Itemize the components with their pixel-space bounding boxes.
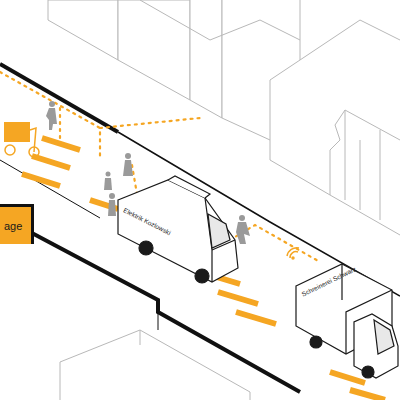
route xyxy=(59,108,61,140)
drawing-part xyxy=(236,222,250,244)
wheel xyxy=(5,145,15,155)
frame xyxy=(30,128,36,152)
building-edge xyxy=(140,330,141,345)
stripe xyxy=(42,138,80,150)
stripe xyxy=(330,372,365,383)
drawing-part xyxy=(49,101,55,107)
building xyxy=(60,330,250,400)
van-body xyxy=(118,180,238,282)
drawing-part xyxy=(292,257,294,259)
drawing-part xyxy=(290,252,298,258)
wifi-symbol xyxy=(287,248,299,259)
pedestrian xyxy=(104,172,112,191)
stripe xyxy=(236,312,276,324)
pedestrian xyxy=(108,193,116,216)
drawing-part xyxy=(287,248,299,256)
building-facade xyxy=(345,110,380,220)
wheel xyxy=(362,366,374,378)
buildings xyxy=(48,0,400,235)
drawing-part xyxy=(123,160,133,176)
lower-buildings xyxy=(60,330,250,400)
pedestrian xyxy=(123,153,133,176)
route xyxy=(100,118,200,128)
wheel xyxy=(139,241,153,255)
building-base xyxy=(330,195,400,235)
drawing-part xyxy=(239,215,245,221)
block-edge xyxy=(158,312,159,330)
drawing-part xyxy=(106,172,111,177)
box-text: age xyxy=(4,220,25,232)
orange-label-box: age xyxy=(0,204,34,244)
cargo-bike xyxy=(4,122,39,157)
building-roof xyxy=(140,0,300,40)
truck xyxy=(296,264,398,378)
cab-window xyxy=(374,320,394,354)
building xyxy=(48,0,118,60)
drawing-part xyxy=(104,178,112,190)
building xyxy=(190,0,222,118)
pedestrian xyxy=(236,215,250,244)
building-roof xyxy=(300,20,400,60)
stripe xyxy=(350,390,385,400)
building xyxy=(118,0,190,100)
drawing-part xyxy=(125,153,131,159)
drawing-part xyxy=(109,193,115,199)
stripe xyxy=(32,156,70,168)
pedestrian xyxy=(46,101,57,130)
windshield xyxy=(208,214,230,248)
truck-cab xyxy=(354,314,398,378)
stripe xyxy=(218,292,258,304)
drawing-part xyxy=(46,108,57,130)
route xyxy=(0,72,100,160)
drawing-part xyxy=(108,200,116,216)
van xyxy=(118,176,238,283)
van-roof xyxy=(168,176,210,198)
wheel xyxy=(310,336,322,348)
wheel xyxy=(195,269,209,283)
stripe xyxy=(22,174,60,186)
curb-line xyxy=(118,132,400,296)
bike-box xyxy=(4,122,30,142)
